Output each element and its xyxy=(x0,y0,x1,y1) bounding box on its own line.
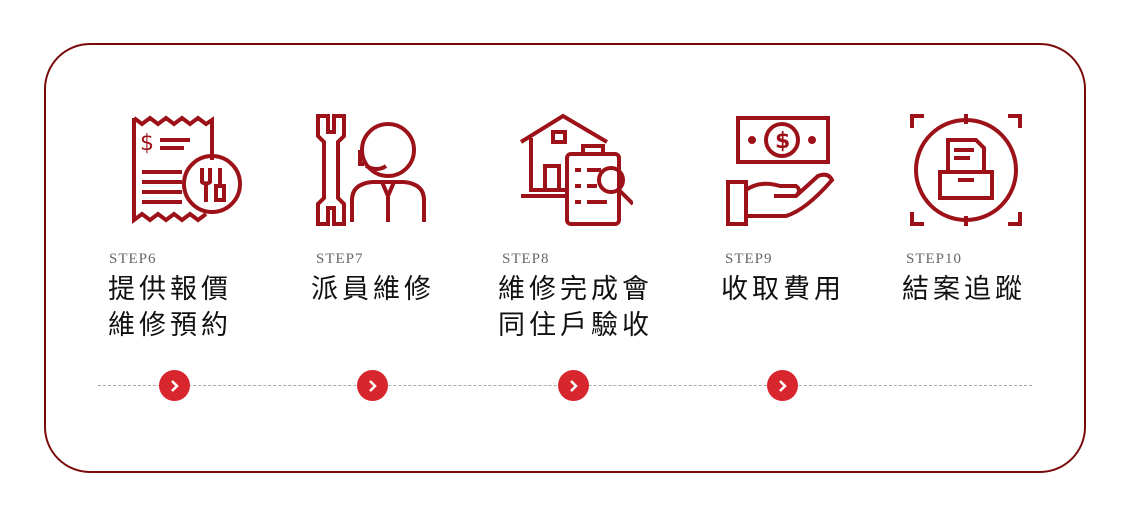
step-title: 派員維修 xyxy=(311,274,435,305)
step-label: STEP8 xyxy=(502,251,550,267)
step-title: 收取費用 xyxy=(721,274,845,305)
cash-hand-icon: $ xyxy=(724,112,840,228)
step-label: STEP6 xyxy=(109,251,157,267)
house-inspection-icon xyxy=(517,112,635,228)
step-title: 結案追蹤 xyxy=(902,274,1026,305)
next-step-button[interactable] xyxy=(357,370,388,401)
chevron-right-icon xyxy=(569,379,578,392)
archive-target-icon xyxy=(908,112,1024,228)
step-label: STEP10 xyxy=(906,251,963,267)
next-step-button[interactable] xyxy=(159,370,190,401)
svg-text:$: $ xyxy=(775,129,790,154)
svg-text:$: $ xyxy=(140,131,154,156)
step-label: STEP9 xyxy=(725,251,773,267)
chevron-right-icon xyxy=(778,379,787,392)
step-title: 提供報價維修預約 xyxy=(108,274,232,341)
technician-wrench-icon xyxy=(312,112,428,228)
steps-panel xyxy=(44,43,1086,473)
chevron-right-icon xyxy=(170,379,179,392)
chevron-right-icon xyxy=(368,379,377,392)
next-step-button[interactable] xyxy=(767,370,798,401)
next-step-button[interactable] xyxy=(558,370,589,401)
receipt-tools-icon: $ xyxy=(128,112,244,228)
step-title: 維修完成會同住戶驗收 xyxy=(498,274,653,341)
step-label: STEP7 xyxy=(316,251,364,267)
